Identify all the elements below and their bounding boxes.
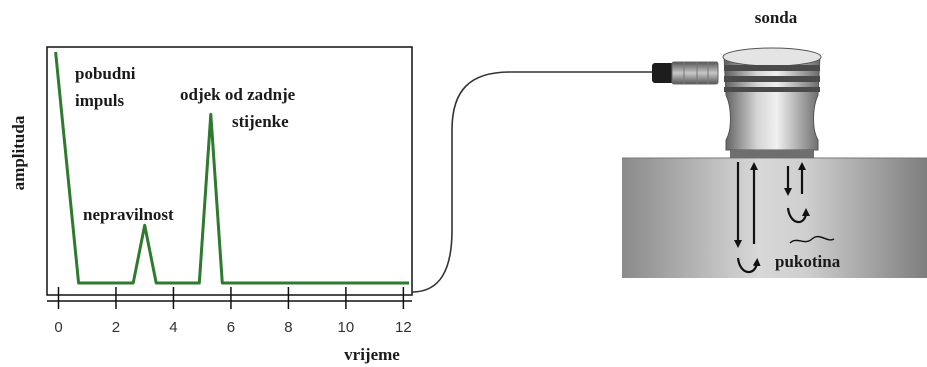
x-tick-label-2: 2 bbox=[112, 319, 120, 336]
probe-label: sonda bbox=[755, 8, 798, 27]
x-axis-label: vrijeme bbox=[344, 345, 400, 364]
probe-connector bbox=[652, 63, 674, 83]
probe-connector-sleeve bbox=[671, 61, 719, 85]
crack-label: pukotina bbox=[775, 252, 841, 271]
probe-base bbox=[730, 150, 814, 158]
probe bbox=[652, 47, 822, 158]
x-tick-label-6: 6 bbox=[227, 319, 235, 336]
crack bbox=[789, 235, 835, 244]
x-tick-label-8: 8 bbox=[284, 319, 292, 336]
probe-cable bbox=[411, 71, 652, 293]
sound-waves bbox=[734, 162, 810, 274]
annotation-impuls: impuls bbox=[75, 91, 125, 110]
x-tick-label-10: 10 bbox=[338, 319, 355, 336]
x-tick-label-4: 4 bbox=[169, 319, 177, 336]
wave-crack-turn bbox=[786, 207, 810, 224]
annotation-nepravilnost: nepravilnost bbox=[83, 205, 174, 224]
x-axis-ticks: 0 2 4 6 8 10 12 bbox=[54, 287, 412, 336]
wave-backwall-turn bbox=[736, 257, 761, 274]
annotation-pobudni: pobudni bbox=[75, 64, 136, 83]
annotation-odjek: odjek od zadnje bbox=[180, 85, 296, 104]
signal-series-line bbox=[54, 51, 410, 285]
test-block bbox=[622, 158, 927, 278]
annotation-stijenke: stijenke bbox=[232, 112, 289, 131]
x-tick-label-12: 12 bbox=[395, 319, 412, 336]
chart-frame bbox=[46, 46, 413, 296]
y-axis-label: amplituda bbox=[9, 115, 28, 190]
x-tick-label-0: 0 bbox=[54, 319, 62, 336]
probe-top bbox=[722, 47, 822, 67]
